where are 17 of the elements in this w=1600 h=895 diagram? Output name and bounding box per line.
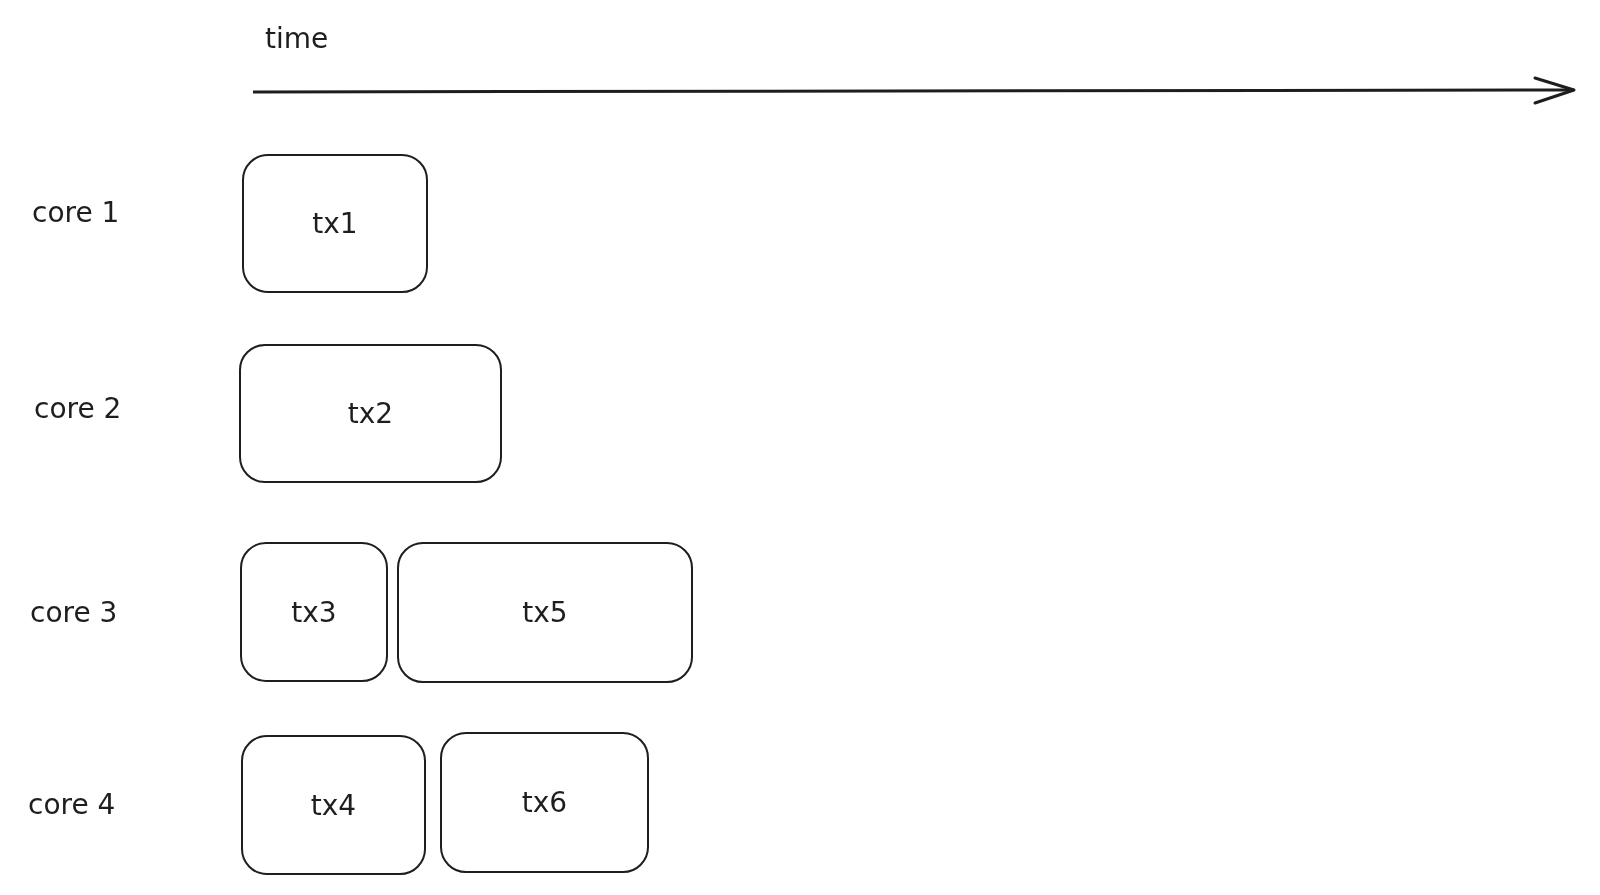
task-label: tx3 [291,595,337,629]
task-label: tx1 [312,207,358,240]
task-box [397,542,693,683]
axis-label: time [265,22,329,55]
task-box [242,154,428,293]
task-box [241,735,426,875]
task-label: tx4 [310,788,357,822]
task-box [440,732,649,873]
task-box [239,344,502,483]
task-label: tx5 [522,596,568,629]
row-label: core 3 [30,596,118,629]
task-label: tx6 [521,786,568,819]
task-box [240,542,388,682]
row-label: core 1 [32,196,120,229]
row-label: core 2 [34,392,122,425]
row-label: core 4 [28,788,116,821]
task-label: tx2 [347,397,394,430]
